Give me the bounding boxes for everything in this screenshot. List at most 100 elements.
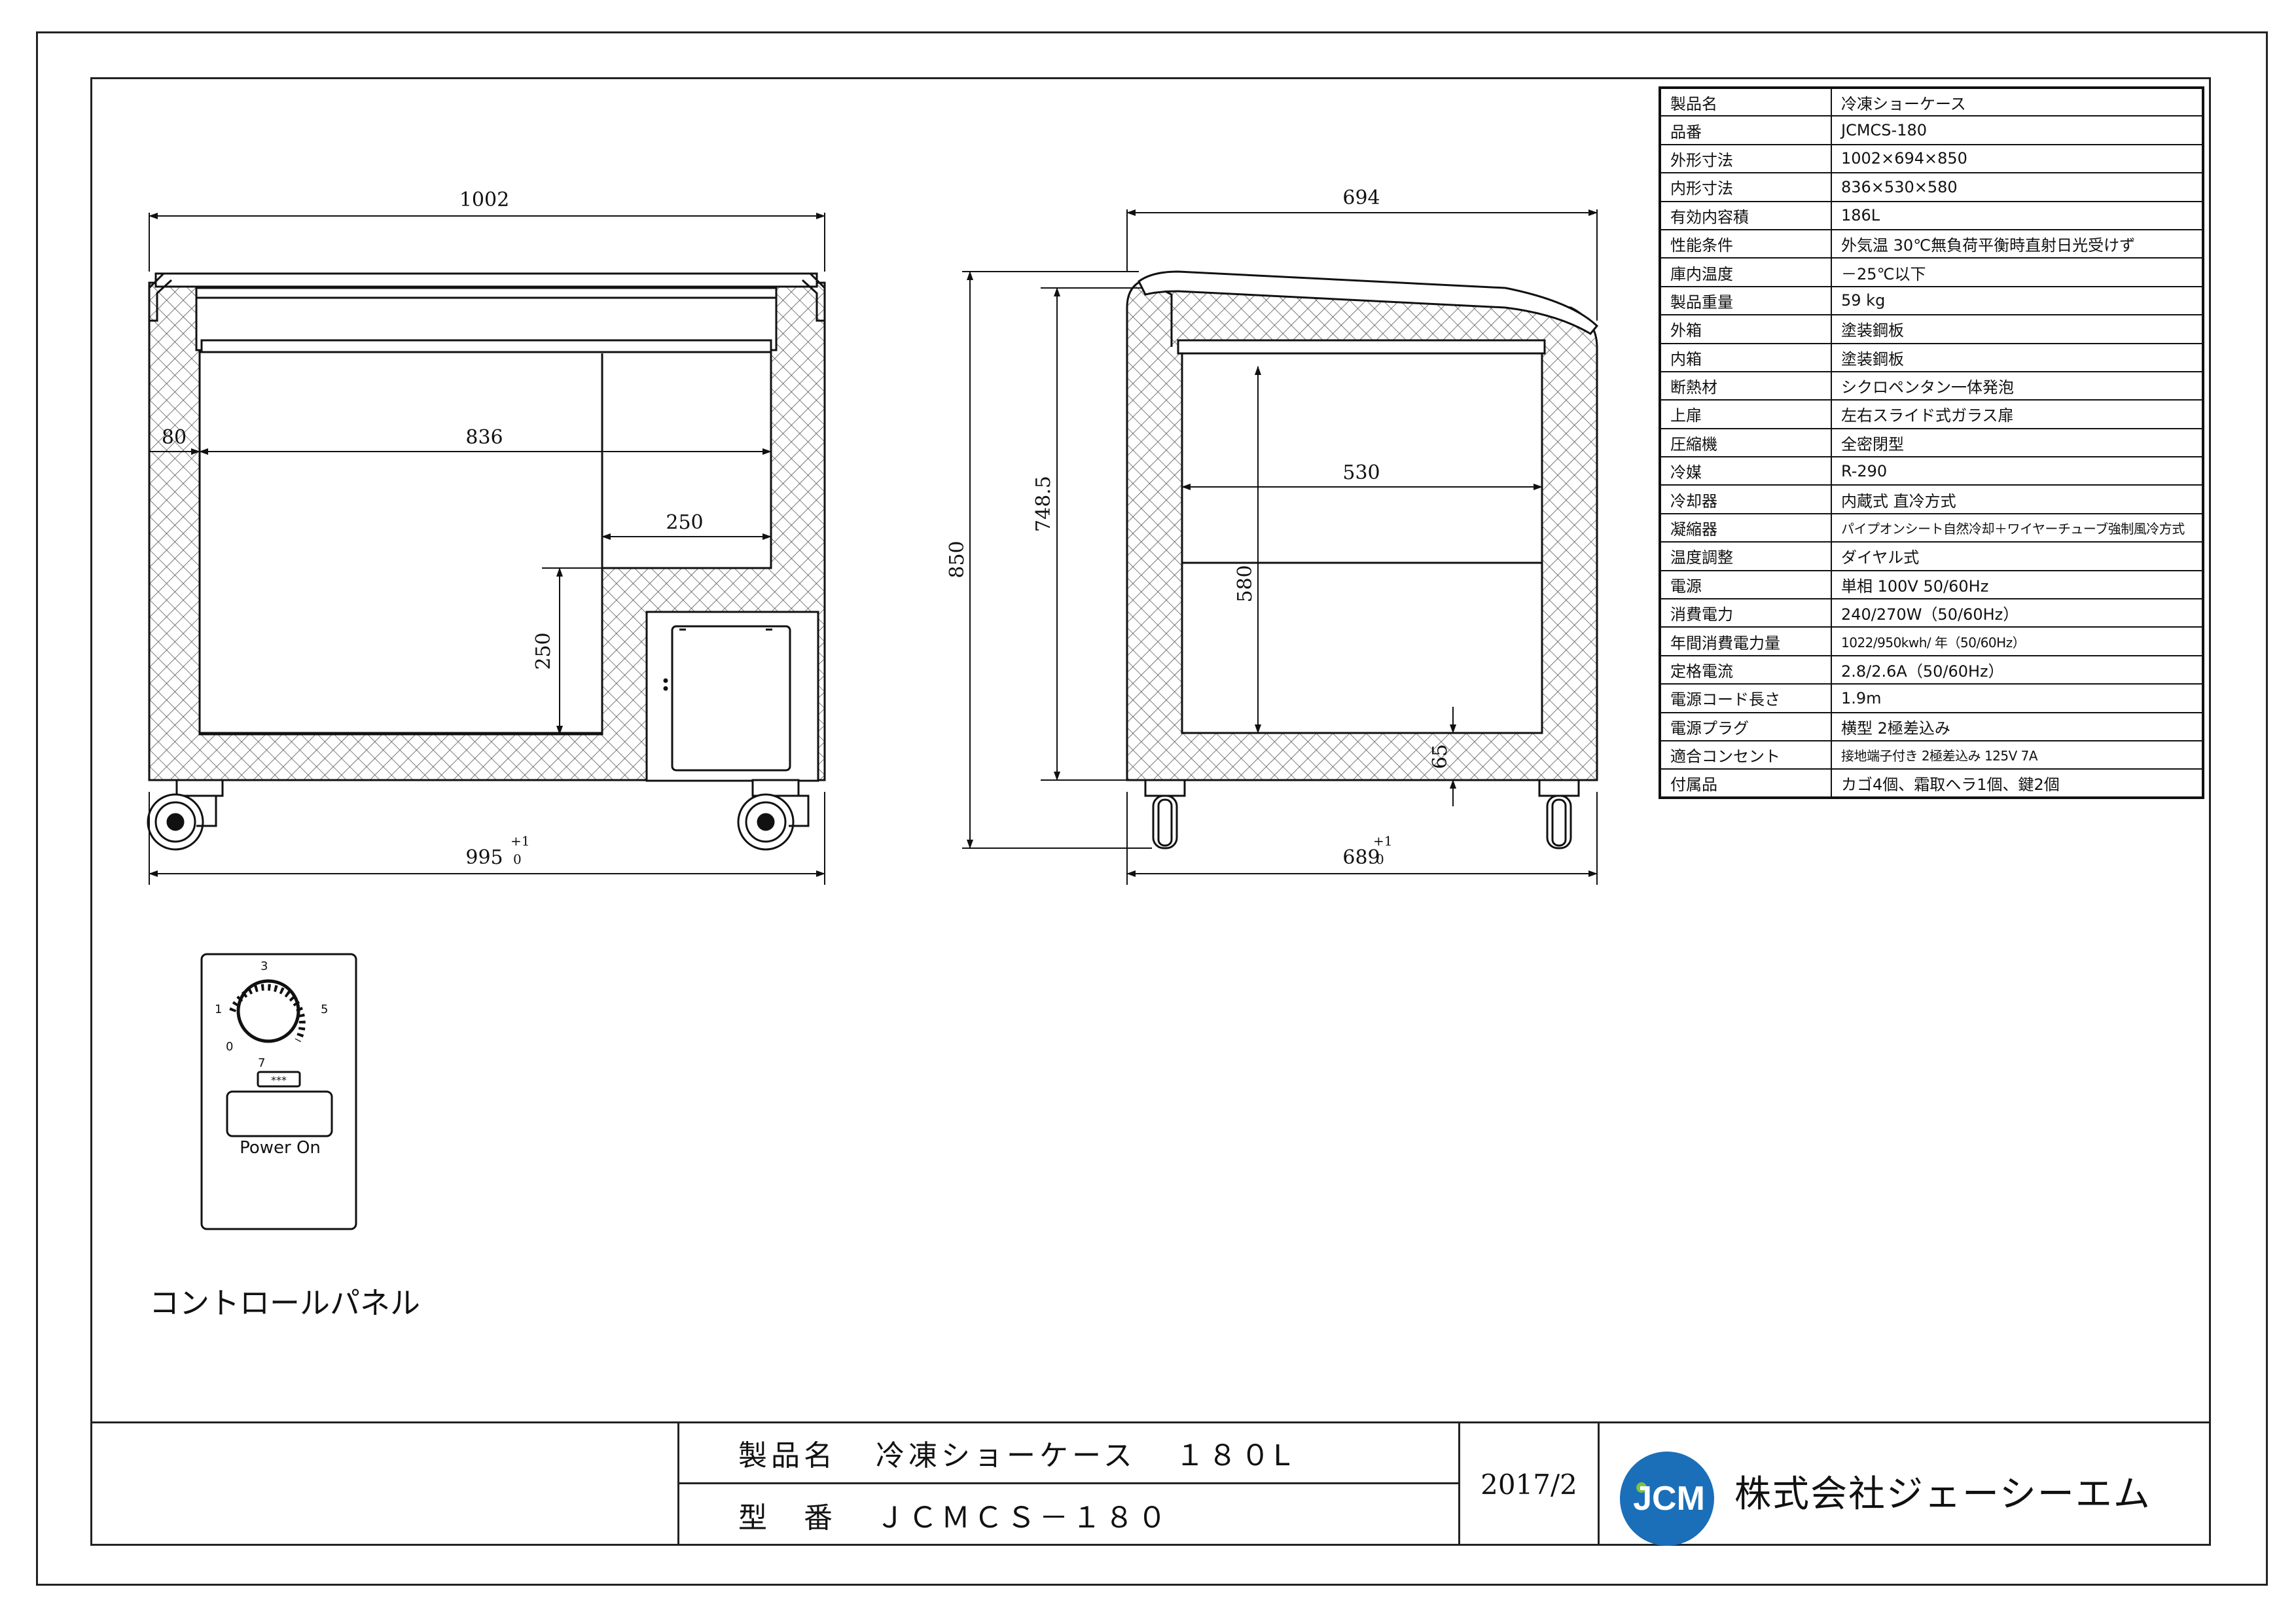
dial-label-7: 7 (258, 1056, 265, 1070)
spec-value: 全密閉型 (1831, 427, 2204, 458)
spec-value: 塗装鋼板 (1831, 342, 2204, 372)
company-name: 株式会社ジェーシーエム (1734, 1473, 2151, 1516)
spec-value: 冷凍ショーケース (1831, 86, 2204, 117)
spec-value: 接地端子付き 2極差込み 125V 7A (1831, 740, 2204, 770)
spec-key: 上扉 (1659, 399, 1832, 429)
spec-value: カゴ4個、霜取ヘラ1個、鍵2個 (1831, 768, 2204, 798)
spec-key: 電源コード長さ (1659, 683, 1832, 713)
product-name-label: 製品名 (738, 1439, 836, 1472)
dim-side-tol-top: +1 (1373, 833, 1392, 849)
spec-key: 外形寸法 (1659, 143, 1832, 174)
side-caster-left (1144, 779, 1186, 849)
spec-value: ダイヤル式 (1831, 541, 2204, 571)
spec-value: 横型 2極差込み (1831, 711, 2204, 741)
spec-row: 凝縮器パイプオンシート自然冷却＋ワイヤーチューブ強制風冷方式 (1659, 512, 2204, 543)
dial-label-0: 0 (226, 1040, 233, 1054)
side-caster-right (1538, 779, 1580, 849)
spec-row: 温度調整ダイヤル式 (1659, 541, 2204, 571)
spec-value: 59 kg (1831, 285, 2204, 316)
spec-row: 庫内温度－25℃以下 (1659, 257, 2204, 287)
spec-key: 凝縮器 (1659, 512, 1832, 543)
spec-row: 圧縮機全密閉型 (1659, 427, 2204, 458)
dim-side-inner-depth: 530 (1342, 461, 1380, 484)
spec-key: 品番 (1659, 115, 1832, 145)
spec-value: シクロペンタン一体発泡 (1831, 370, 2204, 401)
dim-front-step-height: 250 (532, 632, 555, 669)
spec-value: 外気温 30℃無負荷平衡時直射日光受けず (1831, 228, 2204, 259)
front-caster-right (737, 779, 810, 851)
spec-key: 外箱 (1659, 314, 1832, 344)
dim-side-height: 850 (946, 541, 969, 578)
model-value: ＪＣＭＣＳ－１８０ (876, 1501, 1170, 1535)
dim-side-depth: 694 (1342, 187, 1380, 209)
title-block-date-cell: 2017/2 (1458, 1423, 1598, 1546)
dial-label-5: 5 (321, 1003, 328, 1016)
spec-key: 庫内温度 (1659, 257, 1832, 287)
spec-value: 2.8/2.6A（50/60Hz） (1831, 654, 2204, 685)
spec-row: 性能条件外気温 30℃無負荷平衡時直射日光受けず (1659, 228, 2204, 259)
dim-side-base: 689 (1342, 846, 1380, 869)
dim-front-base: 995 (465, 846, 503, 869)
outer-frame (36, 31, 2268, 1586)
logo-text: JCM (1633, 1480, 1705, 1518)
spec-key: 内箱 (1659, 342, 1832, 372)
spec-row: 付属品カゴ4個、霜取ヘラ1個、鍵2個 (1659, 768, 2204, 798)
spec-row: 適合コンセント接地端子付き 2極差込み 125V 7A (1659, 740, 2204, 770)
power-switch (226, 1090, 333, 1137)
spec-key: 性能条件 (1659, 228, 1832, 259)
spec-row: 電源単相 100V 50/60Hz (1659, 569, 2204, 600)
spec-row: 内箱塗装鋼板 (1659, 342, 2204, 372)
spec-value: 塗装鋼板 (1831, 314, 2204, 344)
title-block-company-cell (1598, 1423, 2211, 1546)
dial-label-3: 3 (260, 959, 268, 973)
title-block-product: 製品名 冷凍ショーケース １８０L 型 番 ＪＣＭＣＳ－１８０ (677, 1423, 1458, 1546)
spec-value: 1002×694×850 (1831, 143, 2204, 174)
product-capacity: １８０L (1175, 1439, 1294, 1472)
spec-key: 付属品 (1659, 768, 1832, 798)
jcm-logo: JCM (1620, 1452, 1714, 1546)
spec-key: 定格電流 (1659, 654, 1832, 685)
spec-value: 左右スライド式ガラス扉 (1831, 399, 2204, 429)
dim-front-tol-top: +1 (511, 833, 529, 849)
spec-value: 1.9m (1831, 683, 2204, 713)
spec-row: 上扉左右スライド式ガラス扉 (1659, 399, 2204, 429)
spec-value: 1022/950kwh/ 年（50/60Hz） (1831, 626, 2204, 656)
spec-key: 電源 (1659, 569, 1832, 600)
dial-label-1: 1 (215, 1003, 222, 1016)
indicator-label: *** (271, 1074, 287, 1086)
front-view (147, 272, 826, 851)
spec-row: 外箱塗装鋼板 (1659, 314, 2204, 344)
spec-value: 240/270W（50/60Hz） (1831, 598, 2204, 628)
spec-key: 製品重量 (1659, 285, 1832, 316)
spec-value: 836×530×580 (1831, 172, 2204, 202)
spec-value: 186L (1831, 200, 2204, 230)
control-panel-caption: コントロールパネル (149, 1285, 420, 1321)
spec-key: 温度調整 (1659, 541, 1832, 571)
dim-side-inner-height: 580 (1234, 565, 1257, 602)
spec-key: 冷却器 (1659, 484, 1832, 514)
spec-row: 断熱材シクロペンタン一体発泡 (1659, 370, 2204, 401)
spec-key: 消費電力 (1659, 598, 1832, 628)
compressor-access-panel (671, 625, 791, 772)
spec-value: JCMCS-180 (1831, 115, 2204, 145)
spec-key: 断熱材 (1659, 370, 1832, 401)
spec-value: 内蔵式 直冷方式 (1831, 484, 2204, 514)
dim-side-rim-height: 748.5 (1032, 476, 1055, 532)
side-lid (1138, 270, 1599, 335)
dim-front-step-width: 250 (666, 511, 703, 534)
control-panel (200, 953, 357, 1230)
spec-key: 冷媒 (1659, 456, 1832, 486)
model-label: 型 番 (738, 1501, 836, 1535)
spec-value: 単相 100V 50/60Hz (1831, 569, 2204, 600)
